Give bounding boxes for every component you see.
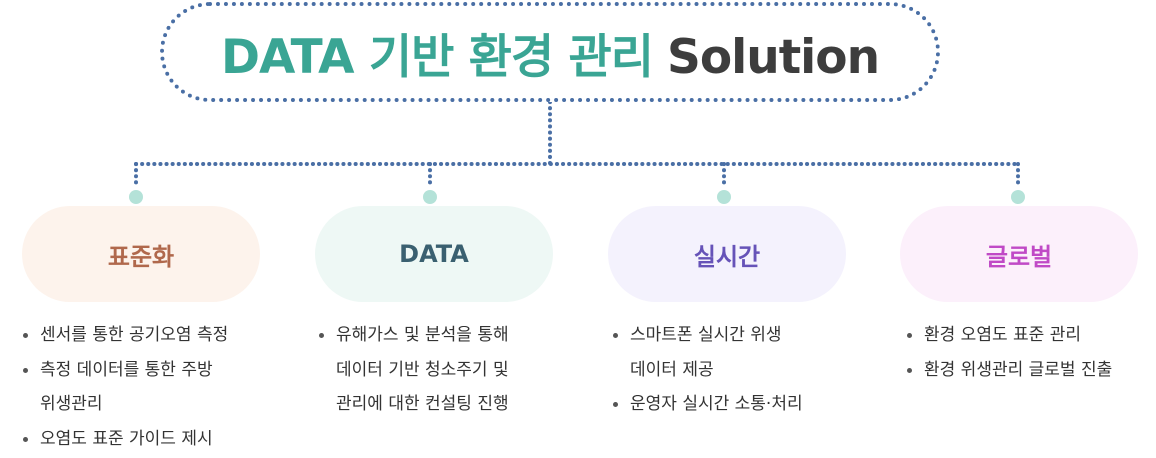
list-item: 운영자 실시간 소통·처리 [610,387,803,422]
category-pill-3: 실시간 [608,206,846,302]
list-item-text: 위생관리 [40,394,103,414]
list-item: 오염도 표준 가이드 제시 [20,422,228,457]
list-item-text: 운영자 실시간 소통·처리 [630,394,803,414]
list-item-text: 데이터 제공 [630,359,714,380]
list-item-text: 환경 오염도 표준 관리 [924,325,1081,345]
category-pill-1: 표준화 [22,206,260,302]
connector-node-dot [423,190,437,204]
category-pill-4: 글로벌 [900,206,1138,302]
title-accent: Solution [667,29,880,85]
connector-node-dot [717,190,731,204]
list-item-text: 스마트폰 실시간 위생 [630,325,782,345]
list-item: 환경 오염도 표준 관리 [904,318,1112,353]
list-item-text: 환경 위생관리 글로벌 진출 [924,359,1113,380]
category-label: 실시간 [693,242,761,271]
list-item: 센서를 통한 공기오염 측정 [20,318,228,353]
list-item-text: 측정 데이터를 통한 주방 [40,359,213,380]
title-main: DATA 기반 환경 관리 [220,29,654,85]
connector-node-dot [129,190,143,204]
list-item-text: 관리에 대한 컨설팅 진행 [336,394,509,414]
list-item-text: 데이터 기반 청소주기 및 [336,359,509,380]
list-item: 환경 위생관리 글로벌 진출 [904,353,1112,388]
category-label: DATA [399,240,469,268]
connector-node-dot [1011,190,1025,204]
category-label: 표준화 [107,242,175,271]
list-item-text: 센서를 통한 공기오염 측정 [40,325,229,345]
category-label: 글로벌 [985,242,1053,271]
list-item-text: 오염도 표준 가이드 제시 [40,428,213,449]
category-pill-2: DATA [315,206,553,302]
list-item-text: 유해가스 및 분석을 통해 [336,325,509,345]
